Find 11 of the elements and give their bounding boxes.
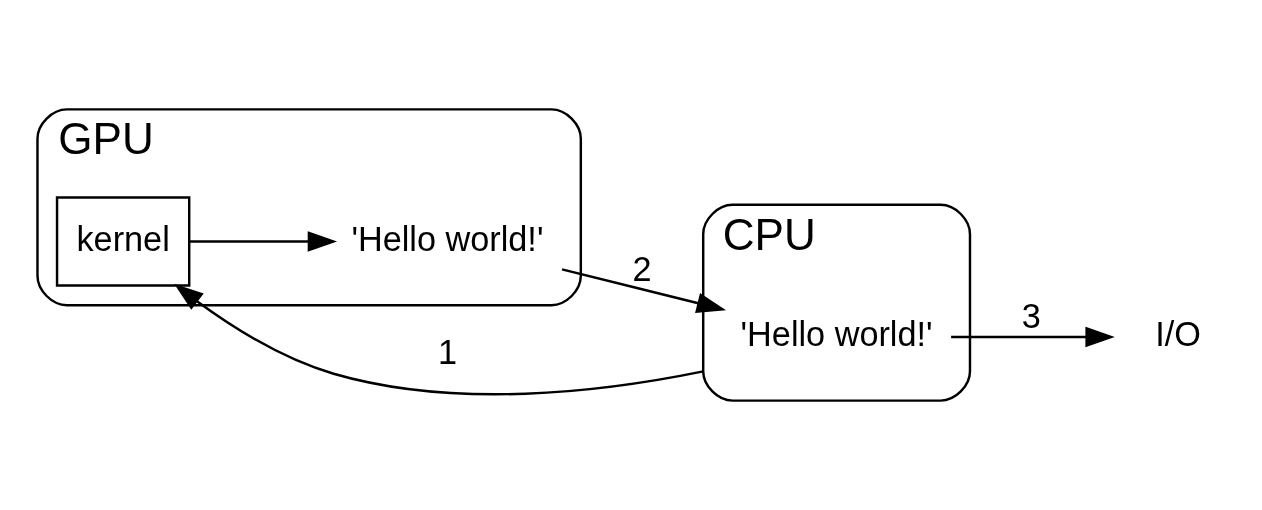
node-text: 'Hello world!'	[740, 315, 933, 354]
node-box: kernel	[55, 196, 191, 287]
node-text: I/O	[1155, 315, 1201, 354]
arrow	[951, 326, 1115, 348]
arrow	[174, 283, 704, 396]
edge-label: 1	[437, 333, 457, 372]
node-text: 'Hello world!'	[351, 219, 544, 258]
arrow	[561, 268, 727, 314]
edge-label: 2	[632, 250, 652, 289]
edge-label: 3	[1021, 296, 1041, 335]
arrow	[189, 231, 338, 252]
